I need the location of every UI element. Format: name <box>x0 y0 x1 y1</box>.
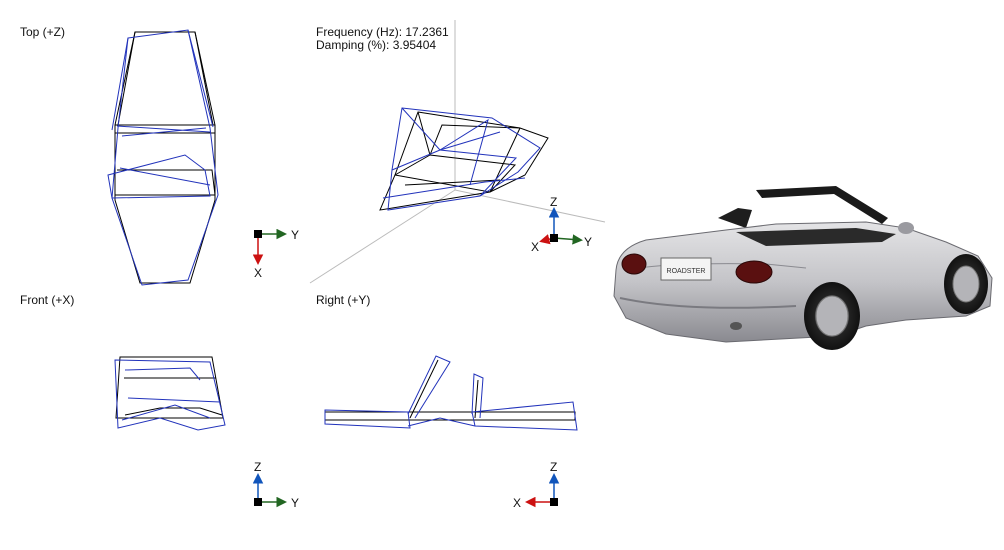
iso-triad-x-label: X <box>531 240 540 254</box>
front-triad-z-label: Z <box>254 460 262 474</box>
right-view-triad <box>525 473 560 508</box>
frequency-readout: Frequency (Hz): 17.2361 <box>316 25 449 39</box>
front-view-label: Front (+X) <box>20 293 75 307</box>
front-view-undeformed <box>115 356 224 419</box>
front-triad-y-label: Y <box>291 496 300 510</box>
damping-readout: Damping (%): 3.95404 <box>316 38 437 52</box>
top-view-deformed <box>107 29 219 286</box>
right-view-label: Right (+Y) <box>316 293 371 307</box>
iso-view-deformed <box>382 107 541 211</box>
iso-triad-z-label: Z <box>550 195 558 209</box>
top-view-undeformed <box>114 31 216 284</box>
iso-triad-y-label: Y <box>584 235 593 249</box>
iso-view-undeformed <box>379 111 549 211</box>
front-view-deformed <box>114 359 226 431</box>
right-triad-z-label: Z <box>550 460 558 474</box>
front-view-triad <box>252 473 287 508</box>
right-view-deformed <box>324 355 578 431</box>
top-triad-x-label: X <box>254 266 263 280</box>
top-view-label: Top (+Z) <box>20 25 66 39</box>
top-view-triad <box>252 228 287 265</box>
iso-view-triad <box>539 207 583 245</box>
top-triad-y-label: Y <box>291 228 300 242</box>
license-plate-text: ROADSTER <box>667 268 706 275</box>
right-triad-x-label: X <box>513 496 522 510</box>
roadster-car-image: ROADSTER <box>606 178 1004 360</box>
